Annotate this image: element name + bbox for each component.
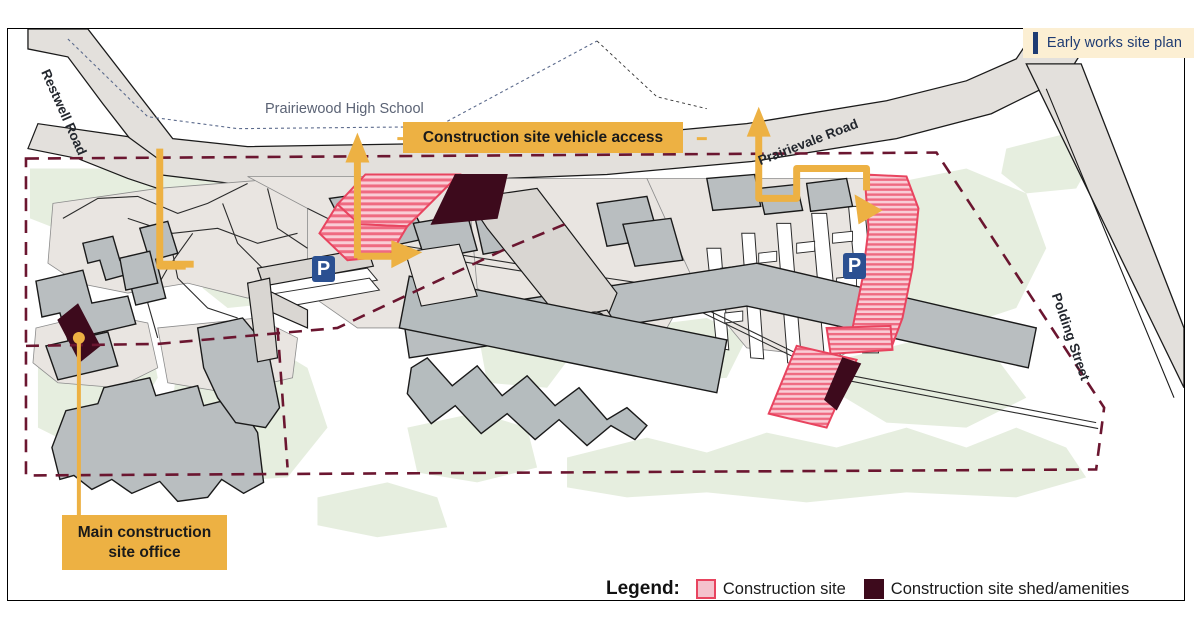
callout-office-text: Main construction site office <box>78 523 211 562</box>
legend-label-construction-site: Construction site <box>722 579 846 598</box>
legend-label-construction-shed: Construction site shed/amenities <box>890 579 1130 598</box>
callout-office-line1: Main construction <box>77 524 212 542</box>
site-plan-map[interactable] <box>8 29 1184 600</box>
callout-office-line2: site office <box>108 543 181 561</box>
callout-main-construction-site-office: Main construction site office <box>62 515 227 570</box>
legend-item-construction-shed: Construction site shed/amenities <box>863 579 1130 599</box>
legend-title: Legend: <box>606 578 680 599</box>
legend-swatch-construction-site <box>695 579 716 599</box>
title-chip: Early works site plan <box>1022 28 1194 58</box>
map-frame: Prairiewood High School Restwell Road Pr… <box>7 28 1185 601</box>
office-leader-line <box>72 331 85 544</box>
construction-site-areas[interactable] <box>318 173 920 429</box>
parking-icon-west: P <box>312 256 335 282</box>
callout-construction-site-vehicle-access: Construction site vehicle access <box>403 122 683 153</box>
legend-item-construction-site: Construction site <box>695 579 846 599</box>
title-chip-label: Early works site plan <box>1046 35 1182 51</box>
title-accent-bar <box>1032 32 1038 54</box>
legend: Legend: Construction site Construction s… <box>606 578 1147 600</box>
vehicle-access-arrows <box>156 148 194 270</box>
legend-swatch-construction-shed <box>863 579 884 599</box>
parking-icon-east: P <box>843 253 866 279</box>
road-network <box>27 29 1184 398</box>
main-hall-slab <box>398 243 728 394</box>
vehicle-access-arrow-east <box>746 106 883 225</box>
vehicle-access-arrow-west <box>345 132 423 269</box>
site-boundary <box>24 151 1106 477</box>
